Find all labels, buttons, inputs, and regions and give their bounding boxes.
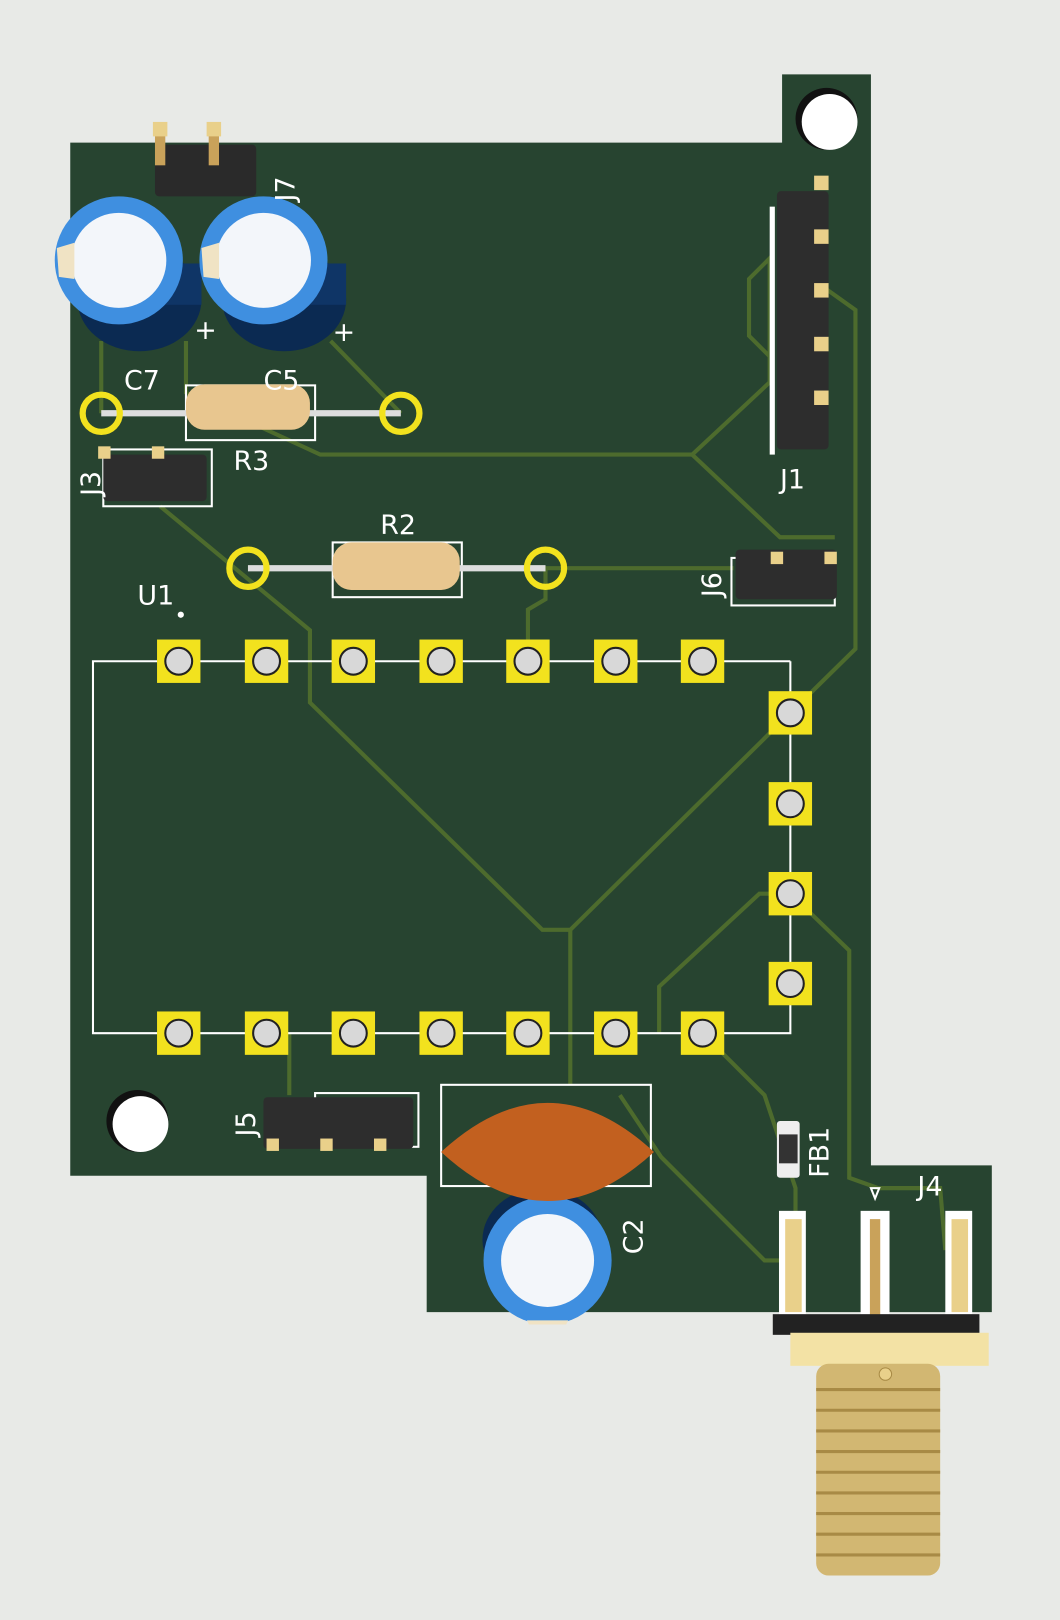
header-j3 xyxy=(98,446,213,508)
pad-hole xyxy=(164,1018,194,1048)
ferrite-bead-fb1 xyxy=(776,1120,800,1178)
capacitor-c7 xyxy=(54,196,202,352)
pad-hole xyxy=(513,646,543,676)
capacitor-c2 xyxy=(440,1083,654,1325)
pad-hole xyxy=(775,879,805,909)
label-c2: C2 xyxy=(619,1218,650,1254)
label-r3: R3 xyxy=(233,446,269,477)
header-j5 xyxy=(263,1092,420,1151)
pad-hole xyxy=(775,698,805,728)
header-j1 xyxy=(769,175,829,455)
pad-hole xyxy=(775,969,805,999)
label-j6: J6 xyxy=(697,572,728,599)
pad-hole xyxy=(338,646,368,676)
pad-hole xyxy=(426,646,456,676)
label-c5: C5 xyxy=(263,366,299,397)
label-j4: J4 xyxy=(915,1171,942,1202)
label-c5-plus: + xyxy=(333,317,356,348)
label-j1: J1 xyxy=(778,465,805,496)
resistor-r2 xyxy=(226,541,568,599)
label-j3: J3 xyxy=(76,471,107,498)
label-c7-plus: + xyxy=(194,315,217,346)
pad-hole xyxy=(601,1018,631,1048)
pad-hole xyxy=(688,646,717,676)
label-u1: U1 xyxy=(137,580,174,611)
pad-hole xyxy=(338,1018,368,1048)
sma-connector-j4 xyxy=(772,1187,989,1576)
pad-hole xyxy=(252,1018,282,1048)
pad-hole xyxy=(775,789,805,819)
pad-hole xyxy=(688,1018,717,1048)
pad-hole xyxy=(601,646,631,676)
pad-hole xyxy=(164,646,194,676)
capacitor-c5 xyxy=(199,196,347,352)
header-j6 xyxy=(730,549,837,607)
pad-hole xyxy=(426,1018,456,1048)
pcb-board xyxy=(70,74,992,1313)
label-fb1: FB1 xyxy=(805,1127,836,1178)
label-j5: J5 xyxy=(231,1111,262,1138)
resistor-r3 xyxy=(79,384,423,442)
label-r2: R2 xyxy=(380,510,416,541)
label-j7: J7 xyxy=(270,176,301,203)
label-c7: C7 xyxy=(124,366,160,397)
pad-hole xyxy=(513,1018,543,1048)
header-j7 xyxy=(152,121,257,197)
u1-pads xyxy=(157,639,813,1055)
pad-hole xyxy=(252,646,282,676)
